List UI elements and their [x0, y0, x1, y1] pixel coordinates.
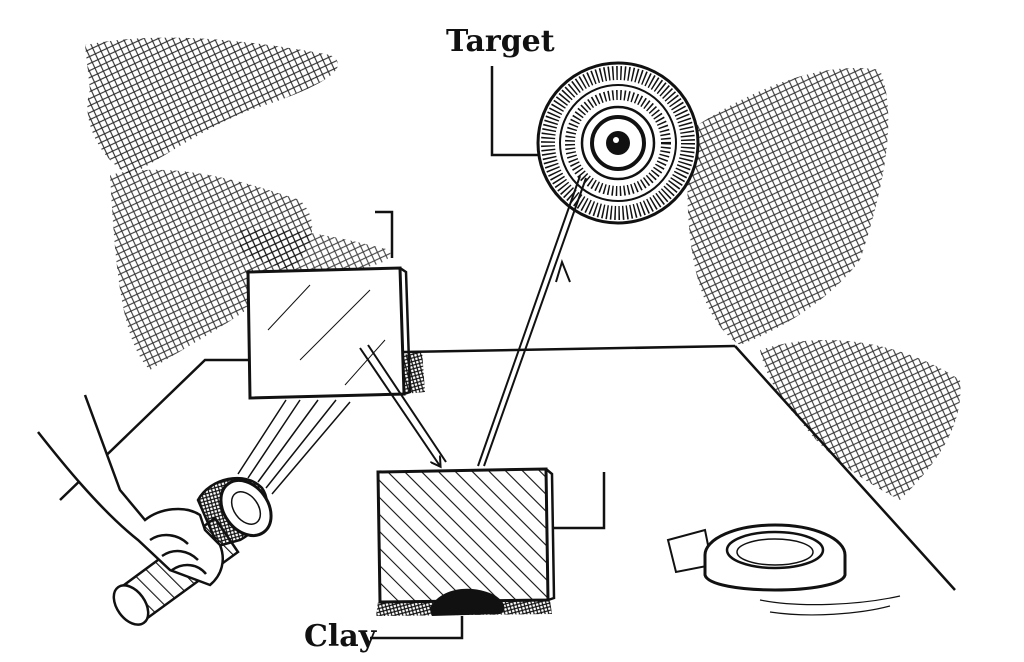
clay-lump [430, 588, 505, 616]
clay-leader [370, 616, 464, 640]
table [59, 344, 956, 591]
target-leader [490, 66, 540, 157]
glass-plate [246, 210, 425, 400]
flashlight-beam [237, 399, 351, 495]
light-rays [359, 175, 587, 466]
target-label: Target [446, 24, 555, 59]
tape-roll-icon [666, 523, 901, 616]
target [536, 61, 700, 225]
clay-label: Clay [304, 619, 378, 654]
hand-icon [37, 394, 224, 587]
wall-texture [85, 37, 961, 500]
